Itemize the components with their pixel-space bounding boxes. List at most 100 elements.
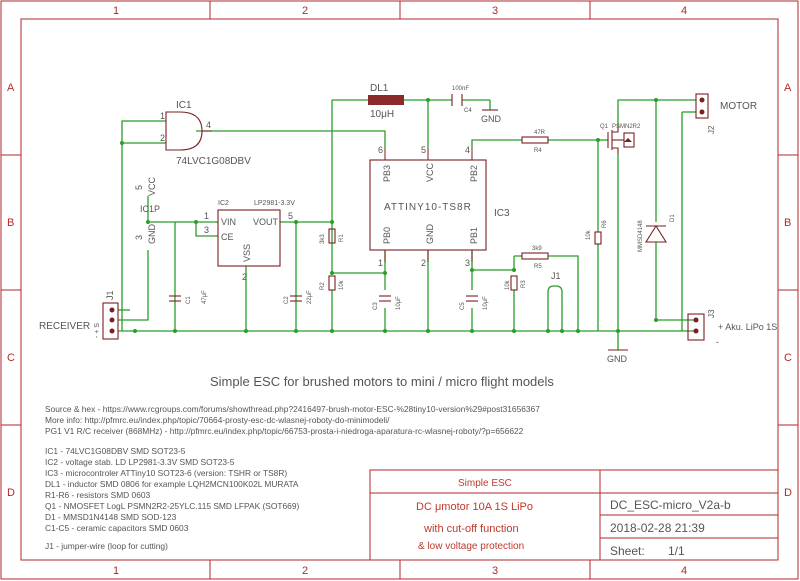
ic1-value: 74LVC1G08DBV: [176, 156, 251, 167]
ic3-pb1: PB1: [469, 227, 479, 244]
bom-line-3: IC3 - microcontroler ATTiny10 SOT23-6 (v…: [45, 468, 287, 478]
col-label-bottom-2: 2: [302, 565, 308, 577]
j1-jumper-wire[interactable]: J1: [551, 271, 561, 281]
col-label-top-4: 4: [681, 5, 687, 17]
r6-name: R6: [602, 220, 608, 228]
r5-resistor[interactable]: 3k9 R5: [521, 246, 549, 270]
row-label-right-c: C: [784, 352, 792, 364]
d1-diode[interactable]: MMSD4148 D1: [638, 214, 676, 252]
r4-name: R4: [534, 148, 542, 154]
q1-mosfet[interactable]: Q1 PSMN2R2: [600, 124, 641, 154]
ic1p-power: IC1P VCC GND 5 3: [134, 176, 160, 244]
r3-value: 10k: [505, 279, 511, 290]
r1-value: 3k3: [320, 234, 326, 244]
ic2-vout: VOUT: [253, 217, 279, 227]
c3-name: C3: [373, 302, 379, 310]
r2-name: R2: [320, 282, 326, 290]
ic1-pin-2: 2: [160, 133, 165, 143]
q1-value: PSMN2R2: [612, 124, 641, 130]
c1-capacitor[interactable]: C1 47μF: [169, 290, 208, 304]
ic2-name: IC2: [218, 200, 229, 207]
ic2-pin-5: 5: [288, 211, 293, 221]
j3-battery-connector[interactable]: J3 + Aku. LiPo 1S -: [687, 309, 777, 347]
r1-resistor[interactable]: 3k3 R1: [320, 228, 345, 244]
r4-value: 47R: [534, 130, 546, 136]
c3-capacitor[interactable]: C3 10μF: [373, 295, 402, 310]
ic3-pin-6: 6: [378, 145, 383, 155]
ic3-pin-5: 5: [421, 145, 426, 155]
ic2-pin-1: 1: [204, 211, 209, 221]
ic2-regulator[interactable]: IC2 LP2981-3.3V VIN VOUT CE VSS 1 3 5 2: [204, 200, 295, 282]
titleblock-sheet-label: Sheet:: [610, 544, 645, 558]
bom-line-4: DL1 - inductor SMD 0806 for example LQH2…: [45, 479, 299, 489]
d1-name: D1: [670, 214, 676, 222]
col-label-top-3: 3: [492, 5, 498, 17]
ic3-microcontroller[interactable]: ATTINY10-TS8R IC3 PB3 VCC PB2 PB0 GND PB…: [369, 145, 510, 268]
col-label-bottom-4: 4: [681, 565, 687, 577]
ic2-vss: VSS: [242, 244, 252, 262]
bom-line-1: IC1 - 74LVC1G08DBV SMD SOT23-5: [45, 446, 186, 456]
r5-name: R5: [534, 264, 542, 270]
r6-resistor[interactable]: 10k R6: [586, 220, 608, 245]
ic3-value: ATTINY10-TS8R: [384, 202, 472, 213]
title-block: Simple ESC DC μmotor 10A 1S LiPo with cu…: [369, 469, 779, 561]
page-title: Simple ESC for brushed motors to mini / …: [210, 374, 554, 389]
ic1p-pin-5: 5: [134, 185, 144, 190]
ic1p-name: IC1P: [140, 204, 160, 214]
j2-motor-connector[interactable]: MOTOR J2: [695, 93, 757, 134]
wires: [118, 99, 696, 350]
source-line-3: PG1 V1 R/C receiver (868MHz) - http://pf…: [45, 426, 524, 436]
j1-name: J1: [105, 290, 115, 300]
motor-label: MOTOR: [720, 101, 757, 112]
j3-name: J3: [707, 309, 716, 318]
bom-line-7: D1 - MMSD1N4148 SMD SOD-123: [45, 512, 177, 522]
titleblock-drawing: DC_ESC-micro_V2a-b: [610, 498, 731, 512]
d1-value: MMSD4148: [638, 220, 644, 252]
row-labels: A B C D A B C D: [7, 82, 792, 499]
j1-jumper-label: J1: [551, 271, 561, 281]
r2-resistor[interactable]: R2 10k: [320, 275, 345, 291]
bom-line-5: R1-R6 - resistors SMD 0603: [45, 490, 151, 500]
titleblock-line-2: with cut-off function: [423, 523, 519, 535]
ic3-name: IC3: [494, 208, 510, 219]
ic1-and-gate[interactable]: IC1 74LVC1G08DBV 1 2 4: [160, 100, 251, 167]
r4-resistor[interactable]: 47R R4: [521, 130, 549, 154]
c4-capacitor[interactable]: 100nF C4 GND: [451, 86, 502, 124]
c2-capacitor[interactable]: C2 22μF: [284, 290, 313, 304]
c2-value: 22μF: [307, 290, 313, 304]
col-label-bottom-1: 1: [113, 565, 119, 577]
ic1-name: IC1: [176, 100, 192, 111]
dl1-inductor[interactable]: DL1 10μH: [368, 83, 404, 120]
bom-notes: IC1 - 74LVC1G08DBV SMD SOT23-5 IC2 - vol…: [45, 446, 299, 551]
row-label-left-d: D: [7, 487, 15, 499]
c5-name: C5: [460, 302, 466, 310]
r2-value: 10k: [339, 279, 345, 290]
j1-receiver-connector[interactable]: J1 RECEIVER - + S: [39, 290, 119, 340]
c5-capacitor[interactable]: C5 10μF: [460, 295, 489, 310]
ic1-pin-1: 1: [160, 111, 165, 121]
c1-value: 47μF: [202, 290, 208, 304]
ic3-pin-4: 4: [465, 145, 470, 155]
r3-name: R3: [521, 280, 527, 288]
r5-value: 3k9: [532, 246, 542, 252]
row-label-left-b: B: [7, 217, 14, 229]
j2-name: J2: [707, 125, 716, 134]
c5-value: 10μF: [483, 296, 489, 310]
titleblock-name: Simple ESC: [458, 478, 512, 489]
ic1p-gnd: GND: [147, 224, 157, 245]
ic2-pin-2: 2: [242, 272, 247, 282]
r3-resistor[interactable]: 10k R3: [505, 275, 527, 291]
bom-line-6: Q1 - NMOSFET LogL PSMN2R2-25YLC.115 SMD …: [45, 501, 299, 511]
source-line-2: More info: http://pfmrc.eu/index.php/top…: [45, 415, 390, 425]
ic1p-pin-3: 3: [134, 235, 144, 240]
jumper-note: J1 - jumper-wire (loop for cutting): [45, 541, 168, 551]
c1-name: C1: [186, 296, 192, 304]
source-notes: Source & hex - https://www.rcgroups.com/…: [45, 404, 540, 436]
r6-value: 10k: [586, 229, 592, 240]
ic3-pb3: PB3: [382, 165, 392, 182]
c3-value: 10μF: [396, 296, 402, 310]
receiver-pins: - + S: [94, 323, 101, 338]
row-label-left-c: C: [7, 352, 15, 364]
